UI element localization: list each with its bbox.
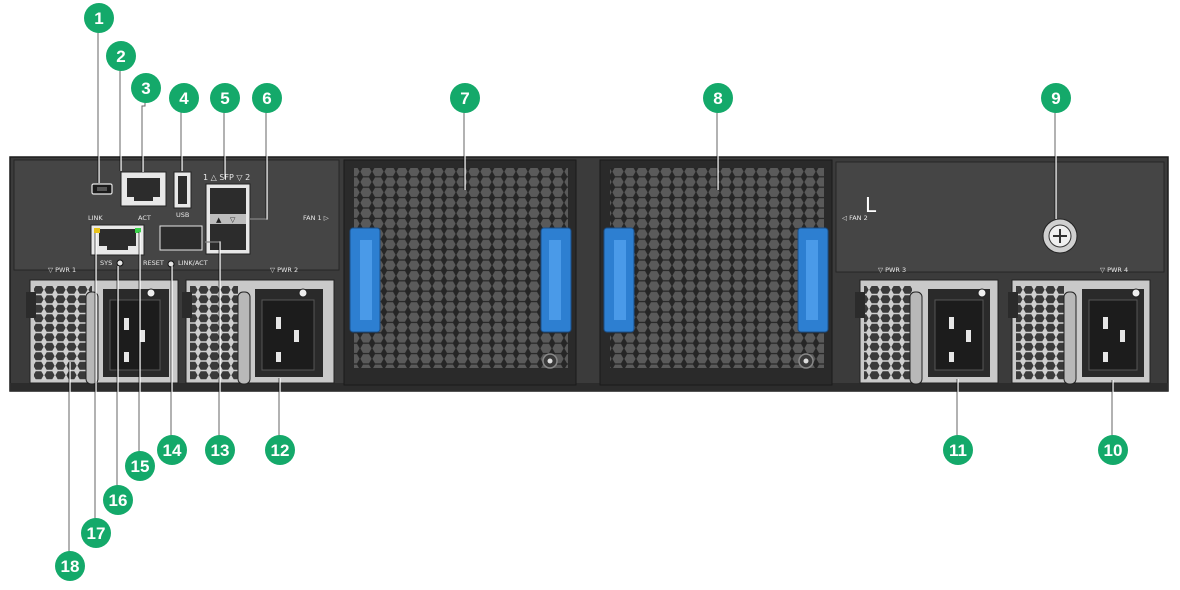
callout-1: 1 [84, 3, 114, 33]
sfp-port-2[interactable] [210, 224, 246, 250]
psu3-power-inlet[interactable] [934, 299, 984, 371]
svg-text:1: 1 [94, 9, 103, 28]
svg-text:15: 15 [131, 457, 150, 476]
svg-text:10: 10 [1104, 441, 1123, 460]
psu4-power-inlet[interactable] [1088, 299, 1138, 371]
svg-text:8: 8 [713, 89, 722, 108]
svg-text:5: 5 [220, 89, 229, 108]
callout-5: 5 [210, 83, 240, 113]
svg-text:12: 12 [271, 441, 290, 460]
psu1-latch[interactable] [26, 292, 36, 318]
svg-text:2: 2 [116, 47, 125, 66]
power-supply-2 [182, 279, 335, 385]
management-module: USB 1 △ SFP ▽ 2 ▲ ▽ FAN 1 ▷ LINK ACT SYS… [13, 159, 340, 274]
psu4-label: ▽ PWR 4 [1100, 266, 1128, 274]
callout-16: 16 [103, 485, 133, 515]
callout-9: 9 [1041, 83, 1071, 113]
svg-text:7: 7 [460, 89, 469, 108]
svg-text:11: 11 [949, 441, 967, 460]
right-module: L ◁ FAN 2 ▽ PWR 3 ▽ PWR 4 [835, 161, 1165, 274]
power-supply-1 [26, 279, 179, 385]
svg-text:14: 14 [163, 441, 182, 460]
link-led [94, 228, 100, 233]
callout-14: 14 [157, 435, 187, 465]
psu2-latch[interactable] [182, 292, 192, 318]
callout-7: 7 [450, 83, 480, 113]
callout-11: 11 [943, 435, 973, 465]
psu3-latch[interactable] [855, 292, 865, 318]
svg-text:4: 4 [179, 89, 189, 108]
svg-text:16: 16 [109, 491, 128, 510]
psu2-label: ▽ PWR 2 [270, 266, 298, 274]
svg-text:▽: ▽ [230, 216, 236, 224]
psu3-handle[interactable] [909, 291, 923, 385]
svg-text:▲: ▲ [216, 216, 222, 224]
svg-text:3: 3 [141, 79, 150, 98]
psu3-label: ▽ PWR 3 [878, 266, 906, 274]
act-led [135, 228, 141, 233]
sfp-port-1[interactable] [210, 188, 246, 214]
fan2-label: ◁ FAN 2 [842, 214, 868, 222]
psu2-power-inlet[interactable] [261, 299, 315, 371]
mgmt-slot-cover [159, 225, 203, 251]
svg-text:9: 9 [1051, 89, 1060, 108]
sfp-label: 1 △ SFP ▽ 2 [203, 173, 250, 182]
fan-tray-2 [599, 159, 833, 386]
svg-text:13: 13 [211, 441, 230, 460]
psu1-label: ▽ PWR 1 [48, 266, 76, 274]
psu4-handle[interactable] [1063, 291, 1077, 385]
fan1-label: FAN 1 ▷ [303, 214, 329, 222]
system-status-led [116, 259, 124, 267]
callout-13: 13 [205, 435, 235, 465]
callout-2: 2 [106, 41, 136, 71]
svg-text:17: 17 [87, 524, 106, 543]
reset-label: RESET [143, 259, 164, 267]
callout-8: 8 [703, 83, 733, 113]
callout-4: 4 [169, 83, 199, 113]
linkact-label: LINK/ACT [178, 259, 208, 267]
callout-17: 17 [81, 518, 111, 548]
grounding-bracket-label: L [865, 193, 877, 217]
power-supply-4 [1008, 279, 1151, 385]
callout-15: 15 [125, 451, 155, 481]
callout-12: 12 [265, 435, 295, 465]
callout-10: 10 [1098, 435, 1128, 465]
svg-text:6: 6 [262, 89, 271, 108]
link-label: LINK [88, 214, 103, 222]
fan-tray-1 [343, 159, 577, 386]
act-label: ACT [138, 214, 151, 222]
callout-6: 6 [252, 83, 282, 113]
power-supply-3 [855, 279, 999, 385]
svg-text:18: 18 [61, 557, 80, 576]
sys-label: SYS [100, 259, 112, 267]
usb-label: USB [176, 211, 189, 219]
psu4-latch[interactable] [1008, 292, 1018, 318]
chassis-bottom-lip [10, 383, 1168, 391]
psu2-handle[interactable] [237, 291, 251, 385]
callout-18: 18 [55, 551, 85, 581]
callout-3: 3 [131, 73, 161, 103]
